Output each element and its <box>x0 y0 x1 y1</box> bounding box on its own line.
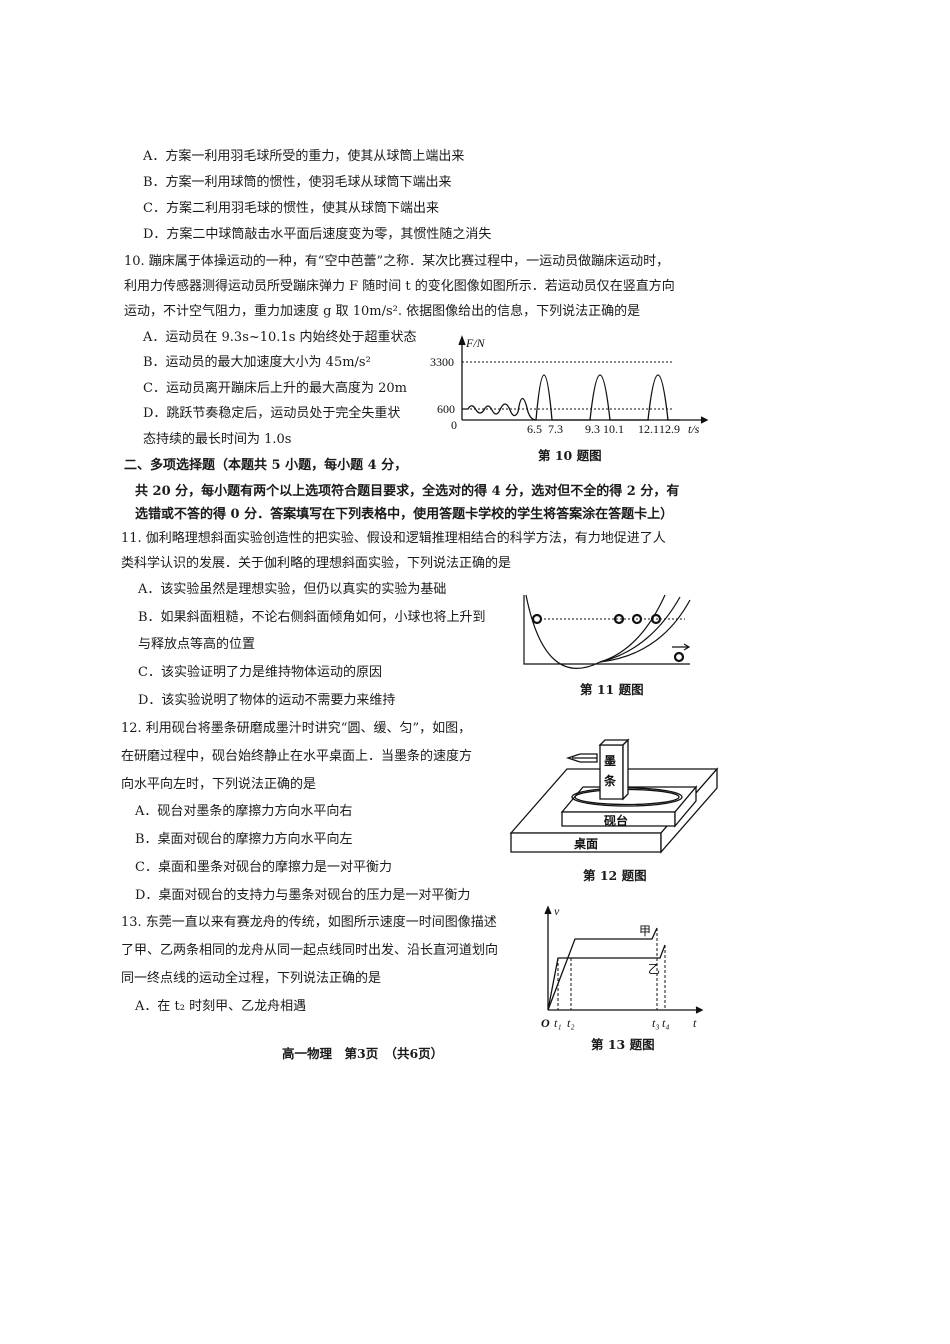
ball-icon <box>650 613 662 625</box>
origin-label: O <box>541 1016 550 1030</box>
q11-option-c: C．该实验证明了力是维持物体运动的原因 <box>138 665 382 680</box>
ink-stick-label: 条 <box>603 773 617 788</box>
x-tick: t₄ <box>662 1016 670 1030</box>
q9-option-a: A．方案一利用羽毛球所受的重力，使其从球筒上端出来 <box>143 149 465 164</box>
series-jia <box>547 927 658 1011</box>
x-tick: 6.5 <box>527 422 542 436</box>
arrow-right-icon <box>672 643 691 651</box>
q12-stem-2: 在研磨过程中，砚台始终静止在水平桌面上．当墨条的速度方 <box>121 749 473 764</box>
q13-figure-caption: 第 13 题图 <box>591 1037 655 1052</box>
x-tick: 9.3 <box>585 422 600 436</box>
q12-option-b: B．桌面对砚台的摩擦力方向水平向左 <box>135 832 353 847</box>
q13-stem-1: 13. 东莞一直以来有赛龙舟的传统，如图所示速度一时间图像描述 <box>121 915 497 930</box>
ball-icon <box>673 651 685 663</box>
q12-option-c: C．桌面和墨条对砚台的摩擦力是一对平衡力 <box>135 860 392 875</box>
q9-option-b: B．方案一利用球筒的惯性，使羽毛球从球筒下端出来 <box>143 175 452 190</box>
section2-heading: 二、多项选择题（本题共 5 小题，每小题 4 分， <box>124 458 408 473</box>
ink-stick-label: 墨 <box>604 754 616 768</box>
q13-stem-3: 同一终点线的运动全过程，下列说法正确的是 <box>121 971 382 986</box>
section2-instructions-2: 选错或不答的得 0 分．答案填写在下列表格中，使用答题卡学校的学生将答案涂在答题… <box>135 507 674 522</box>
series-label-yi: 乙 <box>648 962 660 976</box>
q13-option-a: A．在 t₂ 时刻甲、乙龙舟相遇 <box>135 999 307 1014</box>
q10-option-a: A．运动员在 9.3s~10.1s 内始终处于超重状态 <box>143 330 417 345</box>
force-curve <box>462 374 680 421</box>
x-tick: 12.1 <box>638 422 659 436</box>
x-tick: t₃ <box>652 1016 660 1030</box>
q13-stem-2: 了甲、乙两条相同的龙舟从同一起点线同时出发、沿长直河道划向 <box>121 943 499 958</box>
q11-stem-2: 类科学认识的发展．关于伽利略的理想斜面实验，下列说法正确的是 <box>121 556 512 571</box>
x-axis-label: t <box>693 1016 697 1030</box>
y-axis-label: F/N <box>465 336 486 350</box>
q10-stem-3: 运动，不计空气阻力，重力加速度 g 取 10m/s². 依据图像给出的信息，下列… <box>124 304 641 319</box>
q11-figure-caption: 第 11 题图 <box>580 682 644 697</box>
q11-option-b: B．如果斜面粗糙，不论右侧斜面倾角如何，小球也将上升到 <box>138 610 486 625</box>
x-tick: t₂ <box>567 1016 575 1030</box>
q12-option-d: D．桌面对砚台的支持力与墨条对砚台的压力是一对平衡力 <box>135 888 471 903</box>
y-tick-600: 600 <box>437 402 455 416</box>
q10-figure-caption: 第 10 题图 <box>538 448 602 463</box>
q10-option-b: B．运动员的最大加速度大小为 45m/s² <box>143 355 371 370</box>
q12-stem-3: 向水平向左时，下列说法正确的是 <box>121 777 317 792</box>
series-label-jia: 甲 <box>639 924 651 938</box>
q10-stem-1: 10. 蹦床属于体操运动的一种，有“空中芭蕾”之称．某次比赛过程中，一运动员做蹦… <box>124 254 670 269</box>
q10-option-c: C．运动员离开蹦床后上升的最大高度为 20m <box>143 381 407 396</box>
x-tick: 10.1 <box>603 422 624 436</box>
q10-option-d: D．跳跃节奏稳定后，运动员处于完全失重状 <box>143 406 401 421</box>
page-footer: 高一物理 第3页 （共6页） <box>282 1046 444 1061</box>
q9-option-d: D．方案二中球筒敲击水平面后速度变为零，其惯性随之消失 <box>143 227 492 242</box>
q10-option-d-cont: 态持续的最长时间为 1.0s <box>143 432 292 447</box>
q11-option-d: D．该实验说明了物体的运动不需要力来维持 <box>138 693 396 708</box>
origin-label: 0 <box>451 418 457 432</box>
x-tick: 12.9 <box>659 422 680 436</box>
q12-option-a: A．砚台对墨条的摩擦力方向水平向右 <box>135 804 353 819</box>
q12-stem-1: 12. 利用砚台将墨条研磨成墨汁时讲究“圆、缓、匀”，如图， <box>121 721 472 736</box>
x-tick: t₁ <box>554 1016 562 1030</box>
section2-instructions-1: 共 20 分，每小题有两个以上选项符合题目要求，全选对的得 4 分，选对但不全的… <box>135 484 680 499</box>
arrow-left-icon <box>565 753 598 763</box>
y-axis-label: v <box>554 904 560 918</box>
q10-stem-2: 利用力传感器测得运动员所受蹦床弹力 F 随时间 t 的变化图像如图所示．若运动员… <box>124 279 675 294</box>
q9-option-c: C．方案二利用羽毛球的惯性，使其从球筒下端出来 <box>143 201 439 216</box>
desk-label: 桌面 <box>573 836 598 851</box>
q11-stem-1: 11. 伽利略理想斜面实验创造性的把实验、假设和逻辑推理相结合的科学方法，有力地… <box>121 531 666 546</box>
q11-option-a: A．该实验虽然是理想实验，但仍以真实的实验为基础 <box>138 582 447 597</box>
x-axis-label: t/s <box>688 422 700 436</box>
ball-icon <box>531 613 543 625</box>
ball-icon <box>631 613 643 625</box>
y-tick-3300: 3300 <box>430 355 454 369</box>
inkstone-label: 砚台 <box>604 813 628 828</box>
q12-figure-caption: 第 12 题图 <box>583 868 647 883</box>
x-tick: 7.3 <box>548 422 563 436</box>
q11-option-b-cont: 与释放点等高的位置 <box>138 637 256 652</box>
ball-icon <box>613 613 625 625</box>
series-yi <box>547 944 666 1011</box>
